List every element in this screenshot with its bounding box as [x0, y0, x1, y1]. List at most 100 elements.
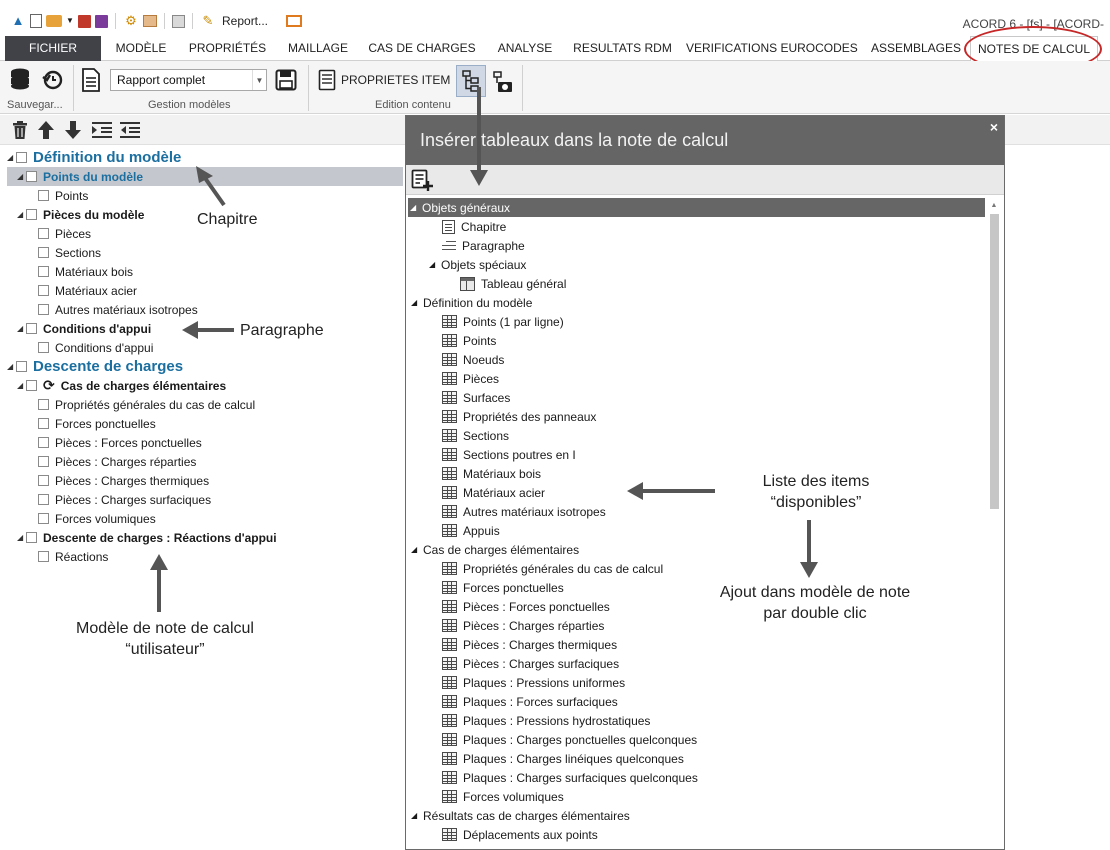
- list-item-plaques-charges-lineiques-quelconques[interactable]: Plaques : Charges linéiques quelconques: [409, 749, 684, 768]
- tree-node-definition-du-modele[interactable]: ◢Définition du modèle: [7, 148, 181, 167]
- tree-node-descente-de-charges[interactable]: ◢Descente de charges: [7, 357, 183, 376]
- save-icon[interactable]: [78, 14, 91, 28]
- report-pencil-icon[interactable]: ✎: [202, 13, 214, 28]
- database-icon[interactable]: [8, 67, 32, 93]
- scroll-up-icon[interactable]: ▲: [990, 202, 998, 209]
- tree-node-conditions-d-appui[interactable]: ◢Conditions d'appui: [17, 319, 151, 338]
- list-item-plaques-pressions-hydrostatiques[interactable]: Plaques : Pressions hydrostatiques: [409, 711, 650, 730]
- insert-list-icon[interactable]: [411, 169, 435, 191]
- list-item-pieces-charges-reparties[interactable]: Pièces : Charges réparties: [409, 616, 604, 635]
- tree-checkbox[interactable]: [38, 475, 49, 486]
- list-item-chapitre[interactable]: Chapitre: [409, 217, 506, 236]
- tree-checkbox[interactable]: [38, 266, 49, 277]
- list-item-sections[interactable]: Sections: [409, 426, 509, 445]
- list-item-pieces-charges-surfaciques[interactable]: Pièces : Charges surfaciques: [409, 654, 619, 673]
- expand-caret-icon[interactable]: ◢: [429, 260, 436, 269]
- chevron-down-icon[interactable]: ▼: [252, 70, 266, 90]
- list-item-materiaux-bois[interactable]: Matériaux bois: [409, 464, 541, 483]
- list-item-objets-generaux[interactable]: ◢Objets généraux: [408, 198, 985, 217]
- tree-node-pieces[interactable]: Pièces: [38, 224, 91, 243]
- tree-node-materiaux-acier[interactable]: Matériaux acier: [38, 281, 137, 300]
- tree-checkbox[interactable]: [38, 190, 49, 201]
- settings-icon[interactable]: ⚙: [125, 13, 137, 28]
- floppy-save-icon[interactable]: [274, 67, 298, 93]
- copy-icon[interactable]: [143, 15, 157, 27]
- new-file-icon[interactable]: [30, 14, 42, 28]
- tree-node-cas-de-charges-elementaires[interactable]: ◢⟳Cas de charges élémentaires: [17, 376, 226, 395]
- tab-modele[interactable]: MODÈLE: [115, 41, 167, 55]
- list-item-noeuds[interactable]: Noeuds: [409, 350, 504, 369]
- expand-caret-icon[interactable]: ◢: [411, 811, 418, 820]
- list-item-proprietes-generales-du-cas-de-calcul[interactable]: Propriétés générales du cas de calcul: [409, 559, 663, 578]
- export-icon[interactable]: [172, 14, 185, 28]
- list-item-materiaux-acier[interactable]: Matériaux acier: [409, 483, 545, 502]
- list-item-definition-du-modele[interactable]: ◢Définition du modèle: [409, 293, 532, 312]
- expand-caret-icon[interactable]: ◢: [17, 381, 24, 390]
- tree-checkbox[interactable]: [16, 361, 27, 372]
- tree-checkbox[interactable]: [16, 152, 27, 163]
- expand-caret-icon[interactable]: ◢: [17, 324, 24, 333]
- expand-caret-icon[interactable]: ◢: [410, 203, 417, 212]
- save-as-icon[interactable]: [95, 14, 108, 28]
- tree-node-pieces-du-modele[interactable]: ◢Pièces du modèle: [17, 205, 144, 224]
- list-item-pieces-forces-ponctuelles[interactable]: Pièces : Forces ponctuelles: [409, 597, 610, 616]
- indent-icon[interactable]: [92, 120, 112, 140]
- list-item-appuis[interactable]: Appuis: [409, 521, 500, 540]
- expand-caret-icon[interactable]: ◢: [17, 533, 24, 542]
- tab-analyse[interactable]: ANALYSE: [497, 41, 553, 55]
- tree-checkbox[interactable]: [26, 209, 37, 220]
- tree-node-pieces-charges-reparties[interactable]: Pièces : Charges réparties: [38, 452, 196, 471]
- tree-checkbox[interactable]: [38, 456, 49, 467]
- tab-verifications-eurocodes[interactable]: VERIFICATIONS EUROCODES: [686, 41, 858, 55]
- tree-checkbox[interactable]: [38, 399, 49, 410]
- tab-notes-de-calcul[interactable]: NOTES DE CALCUL: [970, 36, 1098, 61]
- tree-checkbox[interactable]: [38, 247, 49, 258]
- tree-node-conditions-d-appui[interactable]: Conditions d'appui: [38, 338, 153, 357]
- open-folder-icon[interactable]: [46, 15, 62, 27]
- tree-checkbox[interactable]: [38, 342, 49, 353]
- monitor-icon[interactable]: [286, 15, 303, 27]
- tree-node-points-du-modele[interactable]: ◢Points du modèle: [7, 167, 403, 186]
- move-down-icon[interactable]: [63, 120, 83, 140]
- list-item-paragraphe[interactable]: Paragraphe: [409, 236, 525, 255]
- trash-icon[interactable]: [10, 120, 30, 140]
- tree-node-pieces-charges-surfaciques[interactable]: Pièces : Charges surfaciques: [38, 490, 211, 509]
- tree-node-proprietes-generales-du-cas-de-calcul[interactable]: Propriétés générales du cas de calcul: [38, 395, 255, 414]
- model-select[interactable]: Rapport complet ▼: [110, 69, 267, 91]
- tab-maillage[interactable]: MAILLAGE: [287, 41, 349, 55]
- tree-checkbox[interactable]: [26, 171, 37, 182]
- close-icon[interactable]: ×: [989, 119, 998, 135]
- tree-checkbox[interactable]: [38, 513, 49, 524]
- tree-checkbox[interactable]: [38, 437, 49, 448]
- tree-node-descente-de-charges-reactions-d-appui[interactable]: ◢Descente de charges : Réactions d'appui: [17, 528, 277, 547]
- tab-proprietes[interactable]: PROPRIÉTÉS: [188, 41, 267, 55]
- move-up-icon[interactable]: [36, 120, 56, 140]
- tree-node-autres-materiaux-isotropes[interactable]: Autres matériaux isotropes: [38, 300, 198, 319]
- tree-checkbox[interactable]: [26, 380, 37, 391]
- expand-caret-icon[interactable]: ◢: [411, 545, 418, 554]
- list-item-plaques-charges-ponctuelles-quelconques[interactable]: Plaques : Charges ponctuelles quelconque…: [409, 730, 697, 749]
- tree-node-pieces-charges-thermiques[interactable]: Pièces : Charges thermiques: [38, 471, 209, 490]
- list-item-pieces[interactable]: Pièces: [409, 369, 499, 388]
- document-icon[interactable]: [80, 67, 102, 93]
- list-item-autres-materiaux-isotropes[interactable]: Autres matériaux isotropes: [409, 502, 606, 521]
- list-item-plaques-forces-surfaciques[interactable]: Plaques : Forces surfaciques: [409, 692, 618, 711]
- list-item-forces-volumiques[interactable]: Forces volumiques: [409, 787, 564, 806]
- proprietes-item-button[interactable]: PROPRIETES ITEM: [318, 66, 450, 94]
- expand-caret-icon[interactable]: ◢: [7, 362, 14, 371]
- expand-caret-icon[interactable]: ◢: [17, 210, 24, 219]
- list-item-objets-speciaux[interactable]: ◢Objets spéciaux: [409, 255, 526, 274]
- tree-checkbox[interactable]: [26, 323, 37, 334]
- list-item-pieces-charges-thermiques[interactable]: Pièces : Charges thermiques: [409, 635, 617, 654]
- tree-node-sections[interactable]: Sections: [38, 243, 101, 262]
- insert-table-tool[interactable]: [456, 65, 486, 97]
- tab-fichier[interactable]: FICHIER: [5, 36, 101, 61]
- tab-assemblages[interactable]: ASSEMBLAGES: [870, 41, 962, 55]
- vertical-scrollbar[interactable]: ▲: [988, 200, 1000, 850]
- tree-checkbox[interactable]: [38, 494, 49, 505]
- outdent-icon[interactable]: [120, 120, 140, 140]
- tree-checkbox[interactable]: [38, 304, 49, 315]
- list-item-sections-poutres-en-i[interactable]: Sections poutres en I: [409, 445, 576, 464]
- list-item-plaques-pressions-uniformes[interactable]: Plaques : Pressions uniformes: [409, 673, 625, 692]
- camera-icon[interactable]: [492, 69, 514, 95]
